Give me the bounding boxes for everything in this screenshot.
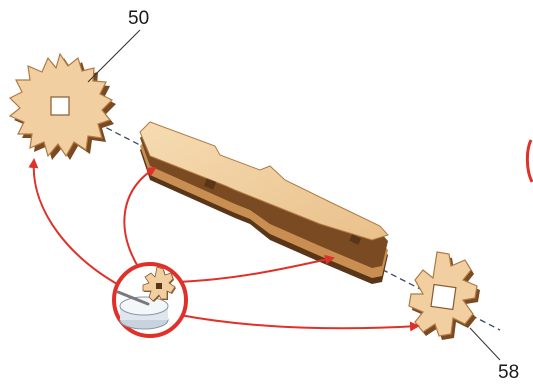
arrow-to-gear-50 <box>34 160 128 290</box>
gear-part-58 <box>409 252 480 340</box>
leader-line-50 <box>88 30 140 82</box>
arrow-to-shaft-end <box>124 168 155 270</box>
arrow-to-gear-58 <box>180 315 418 328</box>
leader-line-58 <box>470 328 500 360</box>
glue-pot-badge <box>114 264 186 336</box>
shaft-part <box>140 122 388 284</box>
edge-circle-fragment <box>527 140 532 182</box>
part-number-58: 58 <box>498 362 519 384</box>
part-number-50: 50 <box>128 8 149 30</box>
arrow-to-shaft-middle <box>175 258 333 282</box>
